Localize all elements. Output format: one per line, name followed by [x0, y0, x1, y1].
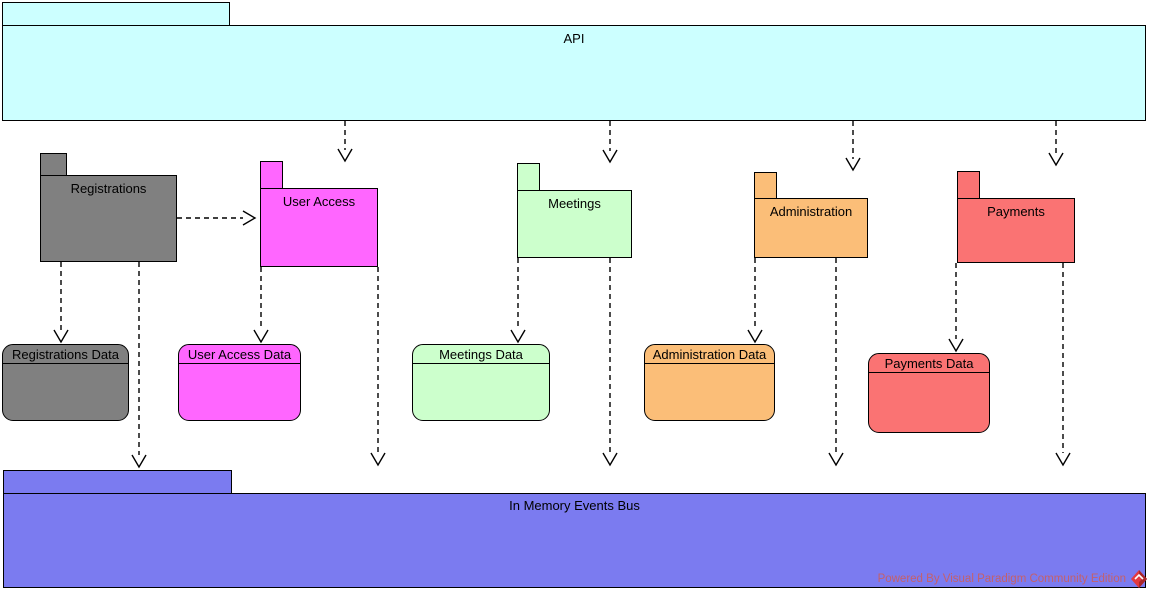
- package-registrations-body: Registrations: [40, 175, 177, 262]
- arrow-registrations-to-registrations-data[interactable]: [53, 262, 69, 344]
- arrow-registrations-to-user-access[interactable]: [177, 210, 257, 226]
- arrow-payments-to-bus[interactable]: [1055, 263, 1071, 467]
- visual-paradigm-watermark[interactable]: Powered By Visual Paradigm Community Edi…: [878, 569, 1148, 589]
- arrow-api-to-administration[interactable]: [845, 121, 861, 172]
- datastore-payments-data[interactable]: Payments Data: [868, 353, 990, 433]
- datastore-registrations-data-label: Registrations Data: [3, 345, 128, 364]
- datastore-administration-data[interactable]: Administration Data: [644, 344, 775, 421]
- package-events-bus-body: In Memory Events Bus: [3, 493, 1146, 588]
- package-payments-tab: [957, 171, 980, 199]
- package-payments-label: Payments: [987, 204, 1045, 219]
- package-registrations-label: Registrations: [70, 181, 147, 196]
- watermark-text: Powered By Visual Paradigm Community Edi…: [877, 573, 1126, 585]
- package-user-access-body: User Access: [260, 188, 378, 267]
- arrow-meetings-to-bus[interactable]: [602, 258, 618, 467]
- arrow-api-to-user-access[interactable]: [337, 121, 353, 163]
- datastore-payments-data-label: Payments Data: [869, 354, 989, 373]
- datastore-meetings-data[interactable]: Meetings Data: [412, 344, 550, 421]
- package-events-bus-label: In Memory Events Bus: [509, 498, 640, 513]
- arrow-registrations-to-bus[interactable]: [131, 262, 147, 469]
- package-meetings-tab: [517, 163, 540, 191]
- arrow-administration-to-administration-data[interactable]: [747, 258, 763, 344]
- arrow-payments-to-payments-data[interactable]: [948, 263, 964, 353]
- package-meetings-body: Meetings: [517, 190, 632, 258]
- datastore-meetings-data-label: Meetings Data: [413, 345, 549, 364]
- arrow-meetings-to-meetings-data[interactable]: [510, 258, 526, 344]
- package-events-bus-tab: [3, 470, 232, 494]
- package-registrations-tab: [40, 153, 67, 176]
- arrow-api-to-meetings[interactable]: [602, 121, 618, 164]
- package-administration-body: Administration: [754, 198, 868, 258]
- datastore-user-access-data[interactable]: User Access Data: [178, 344, 301, 421]
- arrow-administration-to-bus[interactable]: [828, 258, 844, 467]
- datastore-registrations-data[interactable]: Registrations Data: [2, 344, 129, 421]
- package-meetings-label: Meetings: [548, 196, 601, 211]
- datastore-administration-data-label: Administration Data: [645, 345, 774, 364]
- package-api-label: API: [563, 31, 585, 46]
- package-administration-tab: [754, 172, 777, 199]
- package-user-access-tab: [260, 161, 283, 189]
- package-user-access-label: User Access: [282, 194, 356, 209]
- package-api-body: API: [2, 25, 1146, 121]
- package-administration-label: Administration: [769, 204, 853, 219]
- arrow-user-access-to-user-access-data[interactable]: [253, 267, 269, 344]
- arrow-api-to-payments[interactable]: [1048, 121, 1064, 167]
- datastore-user-access-data-label: User Access Data: [179, 345, 300, 364]
- arrow-user-access-to-bus[interactable]: [370, 267, 386, 467]
- package-payments-body: Payments: [957, 198, 1075, 263]
- visual-paradigm-logo-icon: [1131, 570, 1147, 588]
- package-api-tab: [2, 2, 230, 26]
